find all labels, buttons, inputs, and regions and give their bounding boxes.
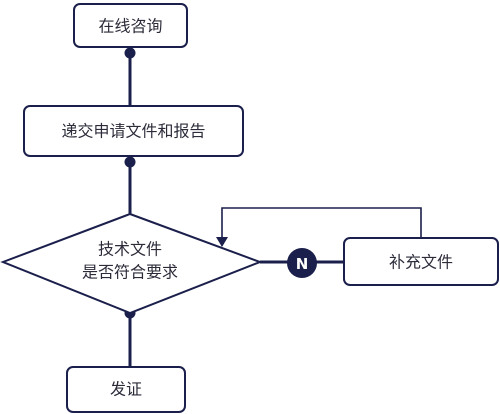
connector-supplement-back-to-check [221,207,422,240]
junction-dot-below-submit [124,156,136,168]
node-certify: 发证 [66,366,186,413]
node-submit-label: 递交申请文件和报告 [61,122,205,141]
junction-dot-below-consult [124,47,136,59]
no-branch-label: N [296,255,309,273]
node-consult-label: 在线咨询 [98,17,162,36]
node-check-label-line1: 技术文件 [98,240,162,259]
node-certify-label: 发证 [110,380,142,399]
node-check-label-line2: 是否符合要求 [82,263,178,282]
node-check-decision: 技术文件 是否符合要求 [0,212,263,315]
connectors [128,47,344,367]
arrowhead-into-check [216,237,228,247]
node-supplement: 补充文件 [343,237,499,286]
no-branch-badge: N [287,248,317,278]
node-consult: 在线咨询 [73,3,188,48]
node-submit: 递交申请文件和报告 [23,105,244,157]
node-supplement-label: 补充文件 [389,253,453,272]
